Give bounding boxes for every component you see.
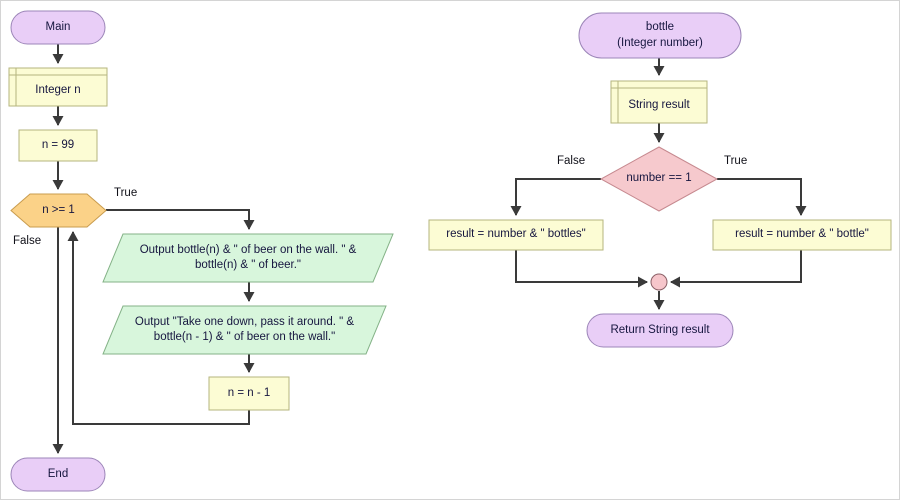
declare-result-shape[interactable]: [610, 80, 708, 124]
false-branch-shape[interactable]: [428, 219, 604, 251]
return-terminator-shape[interactable]: [586, 313, 734, 348]
output1-shape[interactable]: [102, 233, 394, 283]
end-terminator-shape[interactable]: [10, 457, 106, 492]
true-branch-shape[interactable]: [712, 219, 892, 251]
edge-false-branch-to-merge: [515, 249, 648, 288]
decision-shape[interactable]: [599, 146, 719, 212]
assign-n99-shape[interactable]: [18, 129, 98, 162]
edge-true-branch-to-merge: [670, 249, 802, 288]
edge-decision-false: [510, 178, 601, 216]
edge-loop-true-to-output1: [106, 209, 255, 230]
loop-condition-shape[interactable]: [10, 193, 107, 228]
bottle-function-shape[interactable]: [578, 12, 742, 59]
assign-decrement-shape[interactable]: [208, 376, 290, 411]
merge-connector-shape[interactable]: [650, 273, 668, 291]
output2-shape[interactable]: [102, 305, 387, 355]
main-terminator-shape[interactable]: [10, 10, 106, 45]
edge-decision-true: [717, 178, 807, 216]
declare-n-shape[interactable]: [8, 67, 108, 107]
edge-loopback: [67, 231, 250, 425]
